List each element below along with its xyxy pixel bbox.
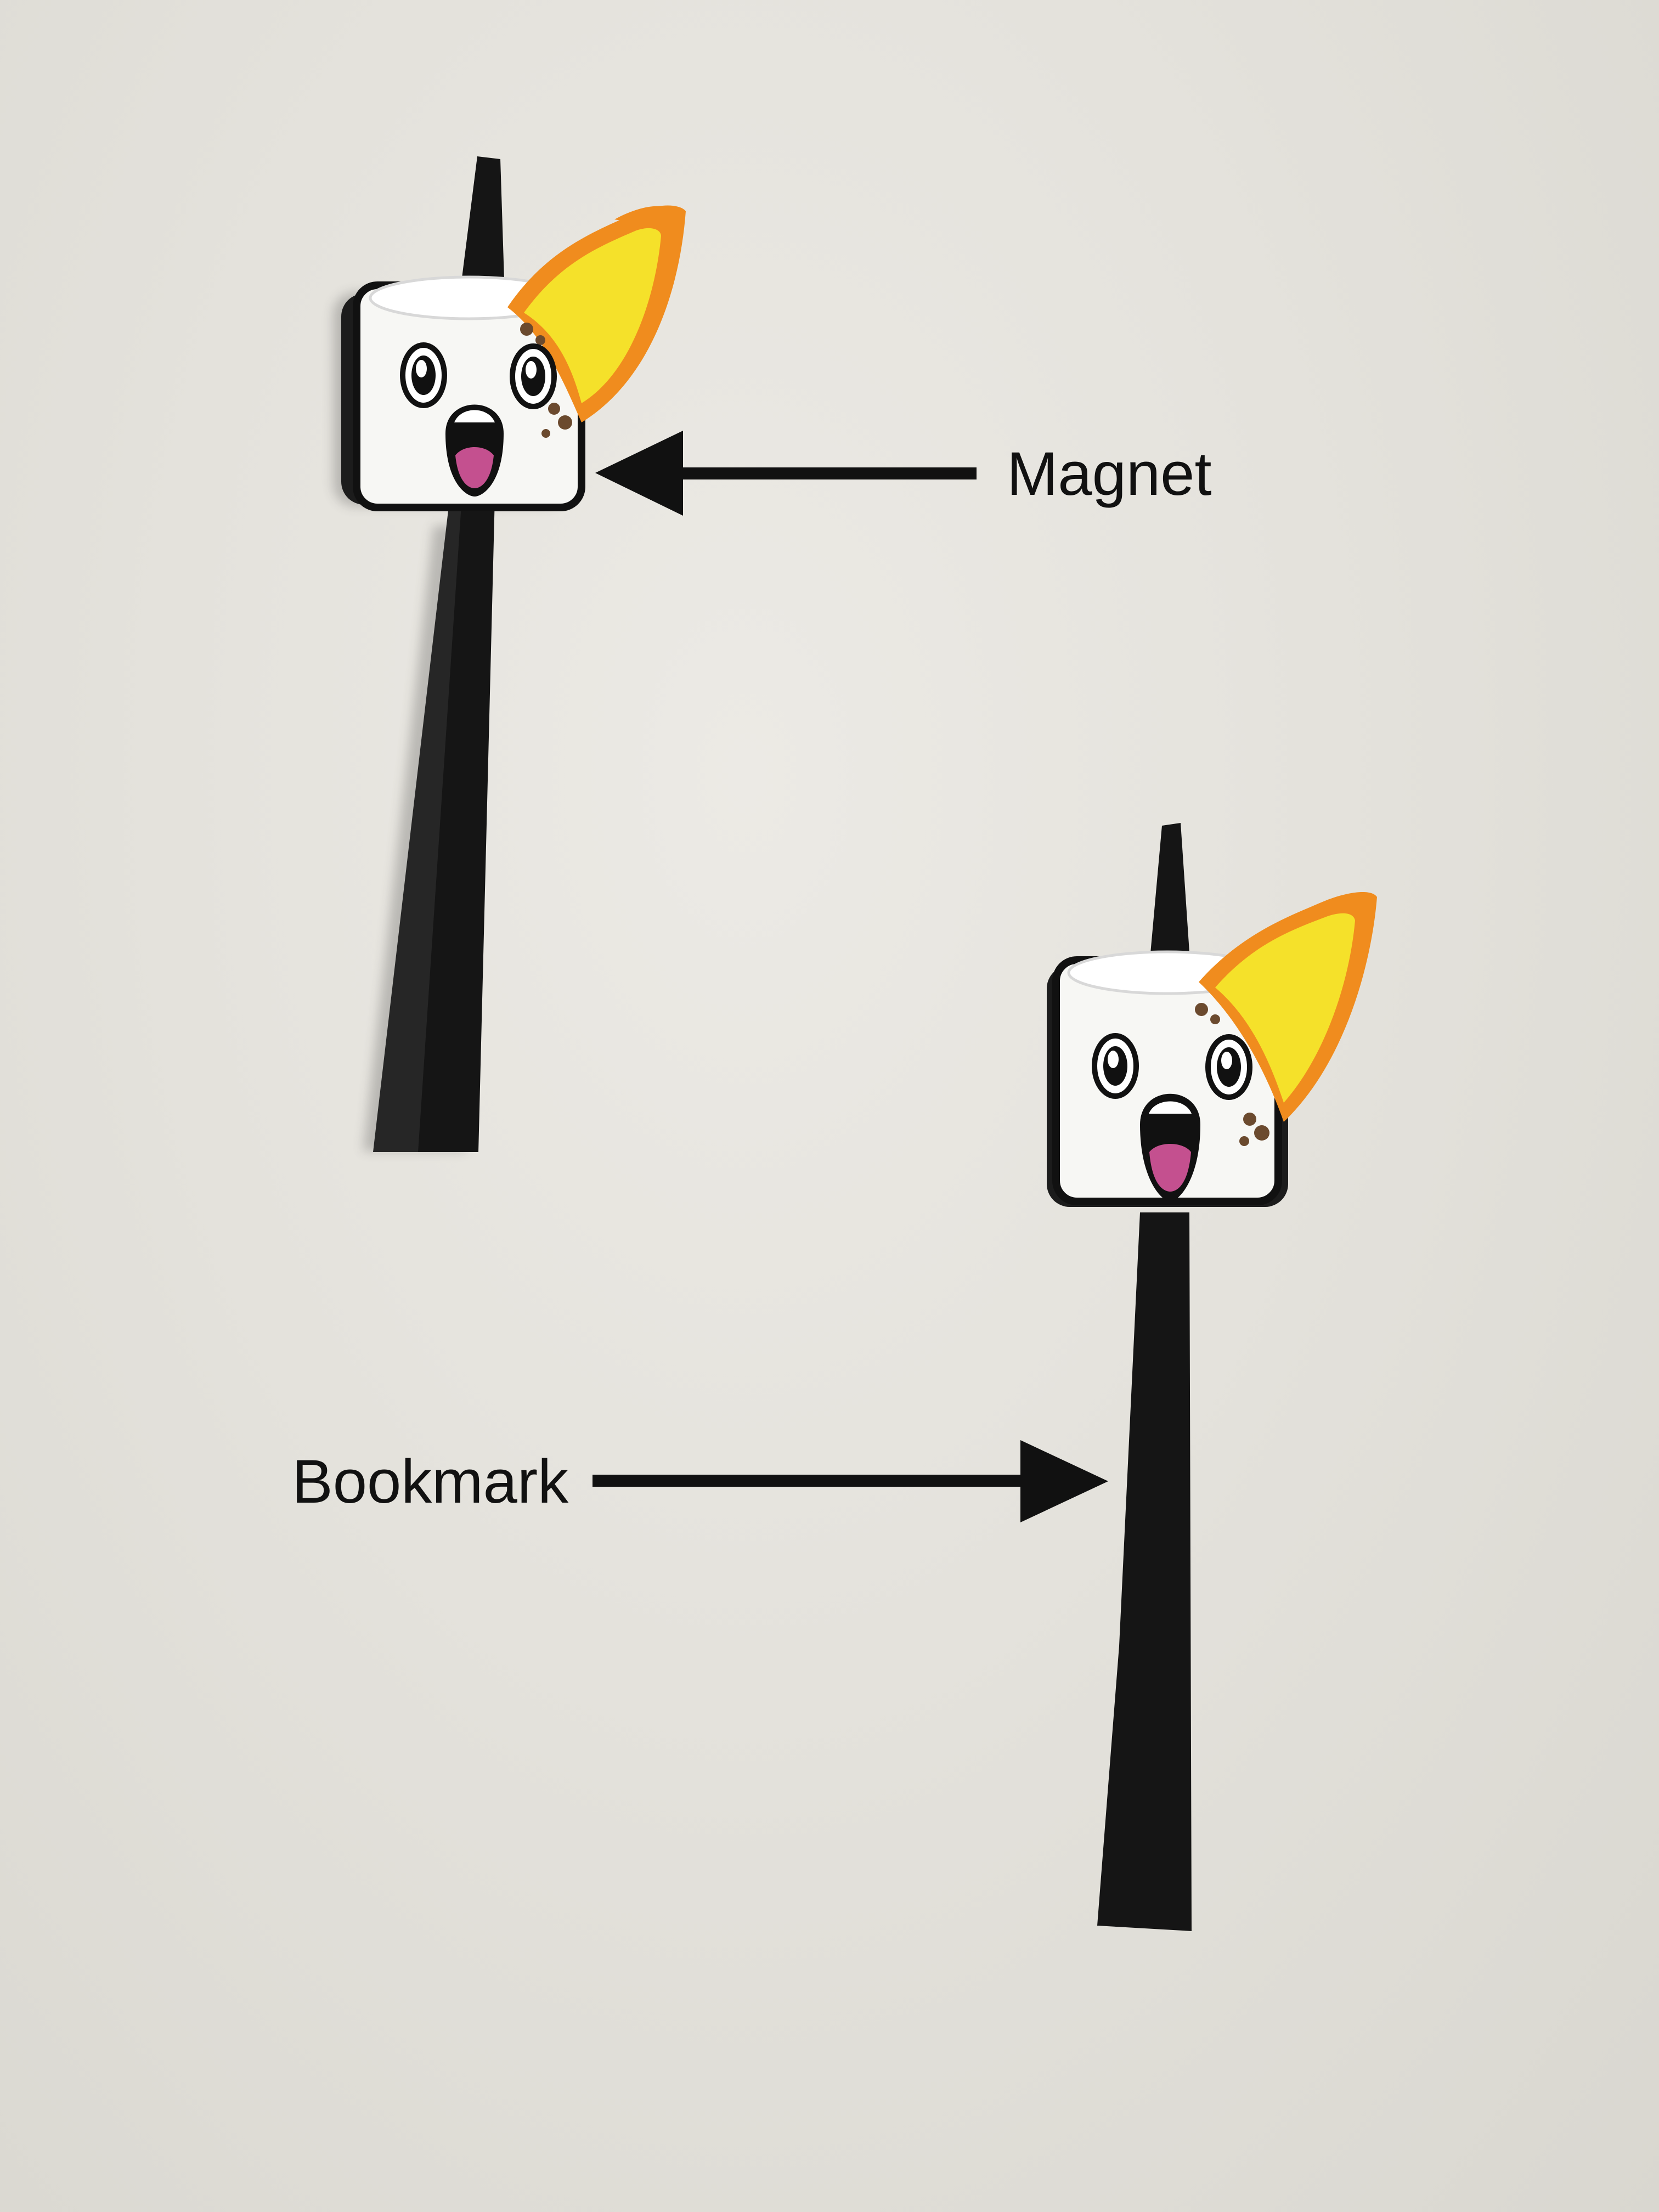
bookmark-stick-tip: [1149, 823, 1190, 968]
bookmark-stick: [1097, 1212, 1192, 1931]
magnet-eyes: [400, 342, 557, 409]
magnet-piece: [333, 156, 686, 1152]
magnet-label: Magnet: [1007, 439, 1212, 508]
bookmark-piece: [1047, 823, 1377, 1931]
magnet-char-marks: [520, 323, 572, 438]
bookmark-arrow: [592, 1440, 1108, 1522]
bookmark-eyes: [1092, 1033, 1252, 1100]
magnet-mouth: [445, 404, 504, 496]
bookmark-mouth: [1140, 1093, 1200, 1201]
bookmark-label: Bookmark: [292, 1447, 569, 1516]
magnet-stick-tip: [460, 156, 505, 296]
magnet-arrow: [595, 431, 977, 516]
bookmark-char-marks: [1195, 1003, 1269, 1146]
